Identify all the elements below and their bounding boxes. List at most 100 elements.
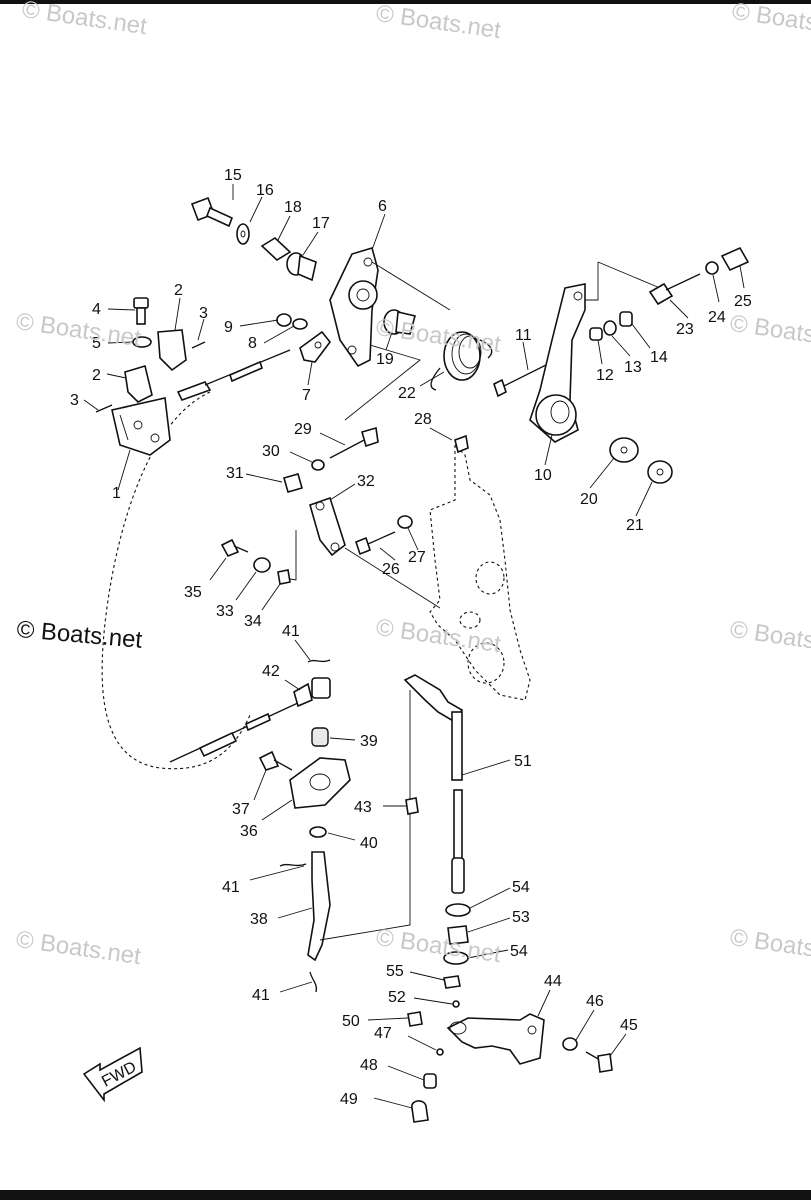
part-37-bolt[interactable] bbox=[258, 750, 293, 771]
part-32-link-arm[interactable] bbox=[309, 496, 346, 557]
part-50-grease-nipple[interactable] bbox=[407, 1011, 423, 1027]
part-3-pin-upper[interactable] bbox=[191, 341, 206, 349]
callout-28: 28 bbox=[414, 411, 432, 428]
callout-36: 36 bbox=[240, 823, 258, 840]
callout-46: 46 bbox=[586, 993, 604, 1010]
part-35-bolt[interactable] bbox=[220, 538, 249, 558]
part-51-shift-rod[interactable] bbox=[403, 674, 465, 894]
callout-54-upper: 54 bbox=[512, 879, 530, 896]
part-28-stud[interactable] bbox=[454, 434, 469, 454]
part-1-bracket[interactable] bbox=[111, 397, 171, 456]
part-41-clip-top[interactable] bbox=[307, 659, 331, 663]
part-10-arm[interactable] bbox=[529, 283, 586, 443]
fwd-badge: FWD bbox=[82, 1046, 143, 1103]
callout-52: 52 bbox=[388, 989, 406, 1006]
callout-14: 14 bbox=[650, 349, 668, 366]
part-29-bolt[interactable] bbox=[329, 426, 379, 459]
part-2-clip-lower[interactable] bbox=[124, 364, 153, 403]
part-40-washer[interactable] bbox=[309, 826, 327, 838]
callout-40: 40 bbox=[360, 835, 378, 852]
part-41-clip-bottom[interactable] bbox=[309, 971, 318, 993]
callout-13: 13 bbox=[624, 359, 642, 376]
part-9-nut[interactable] bbox=[276, 313, 292, 327]
part-55-clip[interactable] bbox=[443, 975, 461, 989]
part-12-spacer[interactable] bbox=[589, 327, 603, 341]
part-17-bushing[interactable] bbox=[286, 252, 317, 282]
callout-labels: 15 16 18 17 6 2 3 4 5 9 8 7 19 2 3 1 22 … bbox=[70, 167, 752, 1108]
callout-26: 26 bbox=[382, 561, 400, 578]
part-15-bolt[interactable] bbox=[190, 196, 234, 228]
callout-51: 51 bbox=[514, 753, 532, 770]
part-54-washer-upper[interactable] bbox=[445, 903, 471, 917]
part-5-washer[interactable] bbox=[132, 336, 152, 348]
callout-50: 50 bbox=[342, 1013, 360, 1030]
callout-49: 49 bbox=[340, 1091, 358, 1108]
part-43-nut[interactable] bbox=[405, 797, 419, 815]
part-46-washer[interactable] bbox=[562, 1037, 578, 1051]
part-52-ball[interactable] bbox=[452, 1000, 460, 1008]
part-13-washer[interactable] bbox=[603, 320, 617, 336]
callout-33: 33 bbox=[216, 603, 234, 620]
part-16-washer[interactable] bbox=[236, 223, 250, 245]
part-21-washer[interactable] bbox=[647, 460, 673, 484]
guide-line-6 bbox=[371, 261, 451, 311]
callout-43: 43 bbox=[354, 799, 372, 816]
guide-line-29 bbox=[344, 344, 421, 421]
part-4-bolt[interactable] bbox=[133, 297, 149, 325]
part-8-washer[interactable] bbox=[292, 318, 308, 330]
callout-7: 7 bbox=[302, 387, 311, 404]
part-14-collar[interactable] bbox=[619, 311, 633, 327]
part-49-plug[interactable] bbox=[411, 1100, 429, 1123]
callout-6: 6 bbox=[378, 198, 387, 215]
part-23-rod-end[interactable] bbox=[648, 273, 701, 306]
part-39-collar[interactable] bbox=[311, 727, 329, 747]
part-42-joint[interactable] bbox=[293, 677, 331, 708]
callout-9: 9 bbox=[224, 319, 233, 336]
top-border bbox=[0, 0, 811, 4]
part-25-joint[interactable] bbox=[720, 246, 750, 272]
callout-23: 23 bbox=[676, 321, 694, 338]
part-20-washer[interactable] bbox=[609, 437, 639, 463]
callout-30: 30 bbox=[262, 443, 280, 460]
part-44-shift-lever[interactable] bbox=[446, 1013, 545, 1065]
callout-16: 16 bbox=[256, 182, 274, 199]
callout-24: 24 bbox=[708, 309, 726, 326]
callout-15: 15 bbox=[224, 167, 242, 184]
part-38-rod[interactable] bbox=[307, 851, 331, 962]
part-27-nut[interactable] bbox=[397, 515, 413, 529]
part-36-bracket[interactable] bbox=[289, 757, 351, 809]
part-53-collar[interactable] bbox=[447, 925, 469, 945]
part-7-link[interactable] bbox=[299, 330, 332, 363]
callout-12: 12 bbox=[596, 367, 614, 384]
callout-3-upper: 3 bbox=[199, 305, 208, 322]
part-18-collar[interactable] bbox=[260, 236, 292, 262]
callout-18: 18 bbox=[284, 199, 302, 216]
part-22-spring[interactable] bbox=[430, 331, 493, 391]
callout-48: 48 bbox=[360, 1057, 378, 1074]
guide-line-32b bbox=[344, 547, 441, 609]
guide-line-23 bbox=[585, 262, 599, 301]
part-3-pin-lower[interactable] bbox=[95, 404, 113, 413]
part-30-nut[interactable] bbox=[311, 459, 325, 471]
part-6-lever[interactable] bbox=[329, 246, 379, 368]
bottom-border bbox=[0, 1190, 811, 1200]
callout-41-middle: 41 bbox=[222, 879, 240, 896]
part-41-clip-middle[interactable] bbox=[279, 863, 307, 867]
part-31-pivot[interactable] bbox=[283, 473, 303, 493]
part-24-nut[interactable] bbox=[705, 261, 719, 275]
callout-1: 1 bbox=[112, 485, 121, 502]
part-34-clip[interactable] bbox=[277, 569, 291, 585]
part-26-bolt[interactable] bbox=[355, 531, 396, 556]
callout-54-lower: 54 bbox=[510, 943, 528, 960]
part-48-set-screw[interactable] bbox=[423, 1073, 437, 1089]
part-33-collar[interactable] bbox=[253, 557, 271, 573]
callout-39: 39 bbox=[360, 733, 378, 750]
part-2-clip-upper[interactable] bbox=[157, 329, 187, 372]
callout-45: 45 bbox=[620, 1017, 638, 1034]
part-45-bolt[interactable] bbox=[585, 1051, 613, 1073]
callout-35: 35 bbox=[184, 584, 202, 601]
part-47-ball[interactable] bbox=[436, 1048, 444, 1056]
callout-10: 10 bbox=[534, 467, 552, 484]
part-19-bushing[interactable] bbox=[383, 309, 416, 335]
